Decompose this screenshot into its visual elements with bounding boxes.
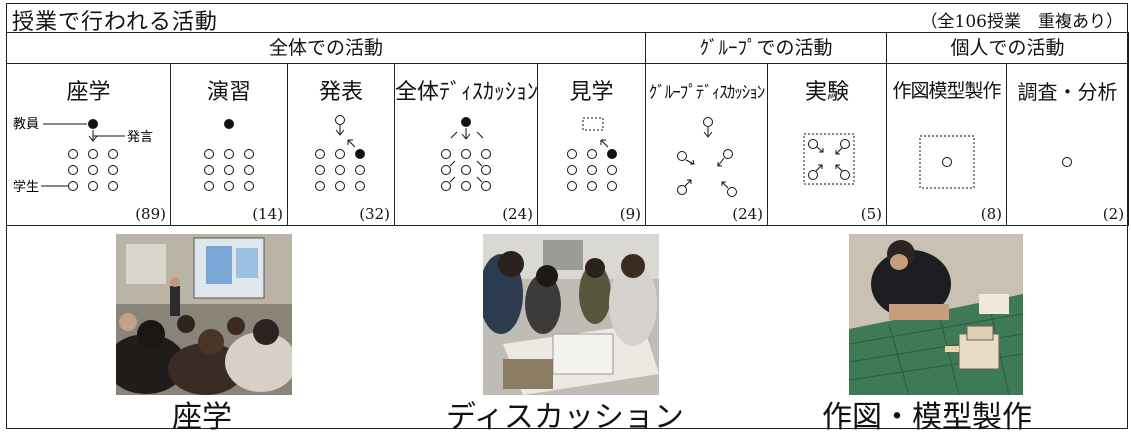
activity-name: 座学 [66, 80, 111, 105]
student-label: 学生 [13, 179, 39, 195]
research-diagram [1062, 157, 1073, 167]
group-header-whole: 全体での活動 [5, 32, 647, 64]
activity-count: (8) [980, 205, 1003, 223]
activity-name: 全体ﾃﾞｨｽｶｯｼｮﾝ [395, 80, 539, 105]
activity-count: (14) [252, 205, 283, 223]
activity-count: (89) [135, 205, 166, 223]
activity-name: 見学 [569, 80, 614, 105]
group-header-individual: 個人での活動 [886, 32, 1130, 64]
activity-count: (24) [502, 205, 533, 223]
discussion-photo [483, 234, 659, 395]
discussion-caption: ディスカッション [446, 400, 684, 435]
activity-cell-experiment: 実験 (5) [767, 63, 888, 226]
lecture-caption: 座学 [172, 400, 232, 435]
drafting-photo [849, 234, 1023, 395]
experiment-diagram [803, 133, 855, 185]
activity-cell-lecture: 座学 教員 発言 学生 (89) [6, 63, 171, 226]
drafting-diagram [919, 135, 975, 189]
activity-count: (9) [619, 205, 642, 223]
activity-name: 発表 [318, 80, 363, 105]
lecture-photo [116, 234, 292, 395]
activity-name: 実験 [805, 80, 850, 105]
activity-cell-group-discussion: ｸﾞﾙｰﾌﾟﾃﾞｨｽｶｯｼｮﾝ (24) [645, 63, 769, 226]
activity-table: 全体での活動 ｸﾞﾙｰﾌﾟでの活動 個人での活動 座学 教員 発言 学生 [5, 32, 1130, 226]
group-discussion-diagram [677, 117, 738, 197]
figure-note: （全106授業 重複あり） [920, 12, 1123, 32]
presentation-diagram [315, 115, 365, 191]
exercise-diagram [204, 119, 254, 191]
activity-cell-exercise: 演習 (14) [170, 63, 288, 226]
student-dots [68, 149, 118, 191]
whole-discussion-diagram [441, 117, 491, 191]
drafting-caption: 作図・模型製作 [822, 400, 1032, 435]
activity-name: 演習 [206, 80, 251, 105]
activity-name: 作図模型製作 [892, 80, 1002, 102]
activity-count: (24) [732, 205, 764, 223]
tour-diagram [567, 117, 617, 191]
group-header-group: ｸﾞﾙｰﾌﾟでの活動 [645, 32, 888, 64]
activity-cell-presentation: 発表 (32) [287, 63, 395, 226]
speak-label: 発言 [127, 130, 153, 145]
activity-count: (32) [359, 205, 390, 223]
activity-name: ｸﾞﾙｰﾌﾟﾃﾞｨｽｶｯｼｮﾝ [648, 83, 766, 103]
activity-cell-whole-discussion: 全体ﾃﾞｨｽｶｯｼｮﾝ (24) [394, 63, 539, 226]
teacher-label: 教員 [13, 116, 39, 132]
activity-cell-tour: 見学 (9) [536, 63, 647, 226]
activity-cell-drafting: 作図模型製作 (8) [886, 63, 1008, 226]
activity-name: 調査・分析 [1017, 80, 1118, 104]
activity-cell-research: 調査・分析 (2) [1006, 63, 1130, 226]
activity-count: (5) [860, 205, 883, 223]
lecture-diagram: 教員 発言 学生 [13, 116, 153, 195]
figure-title: 授業で行われる活動 [12, 10, 218, 35]
activity-count: (2) [1102, 205, 1125, 223]
teacher-dot [88, 119, 98, 129]
